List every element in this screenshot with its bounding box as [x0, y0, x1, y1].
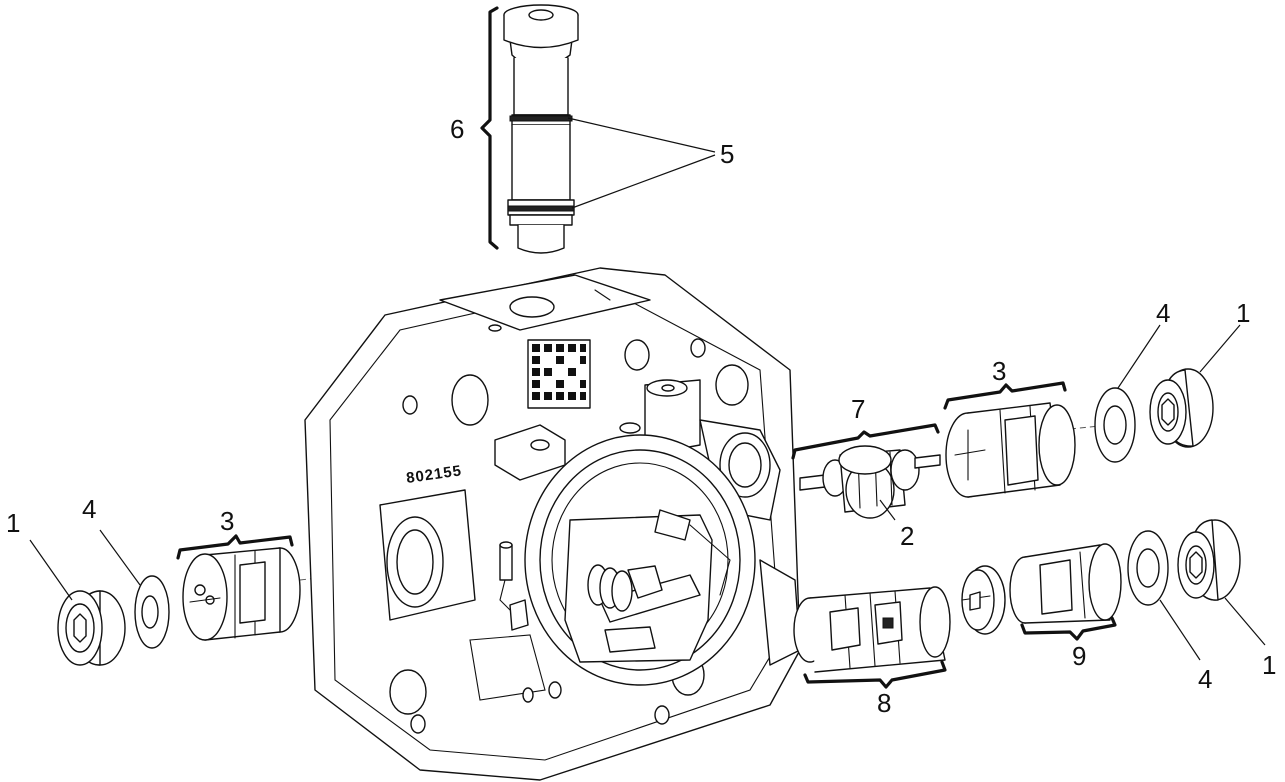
- callout-brackets: [176, 6, 1117, 689]
- callout-4-right-bottom: 4: [1198, 664, 1212, 694]
- callout-1-right-bottom: 1: [1262, 650, 1276, 680]
- right-upper-valve: [799, 445, 941, 519]
- bracket-shaft-assembly: [480, 6, 499, 250]
- callout-3-left: 3: [220, 506, 234, 536]
- callout-7: 7: [851, 394, 865, 424]
- right-upper-washer: [1094, 387, 1136, 463]
- data-matrix-code: [532, 344, 586, 400]
- bracket-valve-body-8: [803, 660, 947, 689]
- right-upper-check-valve: [945, 402, 1076, 498]
- right-lower-washer: [1127, 530, 1169, 606]
- right-lower-plug: [1177, 519, 1241, 601]
- left-washer: [134, 575, 170, 649]
- leader-lines: [29, 117, 1266, 661]
- left-plug: [57, 590, 126, 666]
- callout-2: 2: [900, 521, 914, 551]
- callout-8: 8: [877, 688, 891, 718]
- pump-body: 802155: [304, 267, 801, 781]
- callout-numbers: 1 4 3 6 5 7 2 3 4 1 8 9 4 1: [6, 114, 1276, 718]
- callout-1-left: 1: [6, 508, 20, 538]
- callout-4-right-top: 4: [1156, 298, 1170, 328]
- bracket-right-check-valve: [943, 381, 1067, 410]
- mounting-holes: [389, 338, 749, 734]
- callout-3-right: 3: [992, 356, 1006, 386]
- right-lower-valve-body: [793, 586, 951, 673]
- callout-4-left: 4: [82, 494, 96, 524]
- bracket-valve-9: [1020, 616, 1117, 641]
- callout-9: 9: [1072, 641, 1086, 671]
- left-check-valve: [182, 547, 301, 641]
- bracket-valve-7: [791, 423, 940, 460]
- right-lower-disc: [961, 565, 1006, 635]
- callout-5: 5: [720, 139, 734, 169]
- callout-1-right-top: 1: [1236, 298, 1250, 328]
- bracket-left-check-valve: [176, 534, 294, 560]
- right-lower-check-valve: [1009, 543, 1122, 624]
- valve-spring: [587, 564, 633, 612]
- right-upper-plug: [1149, 368, 1214, 448]
- shaft-assembly: [503, 4, 579, 254]
- callout-6: 6: [450, 114, 464, 144]
